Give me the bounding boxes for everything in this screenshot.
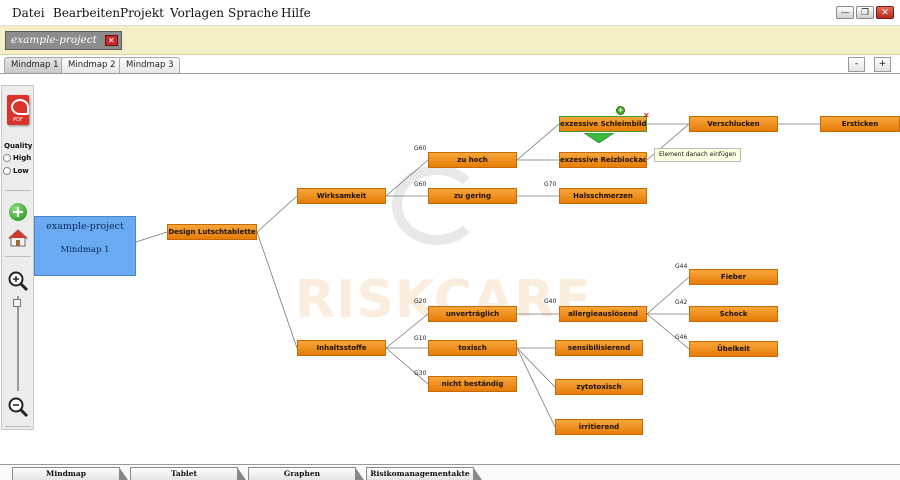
radio-icon[interactable] (3, 167, 11, 175)
restore-button[interactable]: ❐ (856, 6, 874, 19)
g-label: G42 (675, 299, 688, 306)
quality-low-label: Low (13, 167, 29, 175)
node-verschlucken[interactable]: Verschlucken (689, 116, 778, 132)
close-window-button[interactable]: ✕ (876, 6, 894, 19)
g-label: G46 (675, 334, 688, 341)
mindmap-canvas[interactable]: RISKCARE example-project (0, 74, 900, 464)
node-allergieausloesend[interactable]: allergieauslösend (559, 306, 647, 322)
node-unvertraeglich[interactable]: unverträglich (428, 306, 517, 322)
home-icon[interactable] (8, 229, 28, 247)
quality-label: Quality (4, 142, 33, 150)
radio-icon[interactable] (3, 154, 11, 162)
pdf-export-icon[interactable]: PDF (7, 95, 29, 125)
menu-vorlagen[interactable]: Vorlagen (170, 6, 225, 20)
node-toxisch[interactable]: toxisch (428, 340, 517, 356)
root-node[interactable]: example-project Mindmap 1 (34, 216, 136, 276)
menu-hilfe[interactable]: Hilfe (281, 6, 311, 20)
bottom-tab-risikomanagementakte[interactable]: Risikomanagementakte (366, 467, 482, 480)
add-mindmap-button[interactable]: + (874, 57, 891, 72)
window-controls: — ❐ ✕ (836, 6, 894, 19)
menu-datei[interactable]: Datei (12, 6, 45, 20)
connector-lines (135, 123, 820, 428)
bottom-tab-tablet[interactable]: Tablet (130, 467, 246, 480)
menu-bearbeiten[interactable]: Bearbeiten (53, 6, 121, 20)
node-design-lutschtablette[interactable]: Design Lutschtablette (167, 224, 257, 240)
node-zu-gering[interactable]: zu gering (428, 188, 517, 204)
node-nicht-bestaendig[interactable]: nicht beständig (428, 376, 517, 392)
g-label: G60 (414, 181, 427, 188)
node-ersticken[interactable]: Ersticken (820, 116, 900, 132)
pdf-icon-label: PDF (13, 117, 23, 123)
quality-low-radio[interactable]: Low (3, 167, 29, 175)
node-zu-hoch[interactable]: zu hoch (428, 152, 517, 168)
g-label: G40 (544, 298, 557, 305)
remove-mindmap-button[interactable]: - (848, 57, 865, 72)
insert-after-arrow-icon[interactable] (584, 133, 614, 143)
node-zytotoxisch[interactable]: zytotoxisch (555, 379, 643, 395)
g-label: G30 (414, 370, 427, 377)
node-halsschmerzen[interactable]: Halsschmerzen (559, 188, 647, 204)
add-child-icon[interactable]: + (616, 106, 625, 115)
bottom-tab-graphen[interactable]: Graphen (248, 467, 364, 480)
node-fieber[interactable]: Fieber (689, 269, 778, 285)
root-node-subtitle: Mindmap 1 (60, 245, 110, 255)
quality-high-label: High (13, 154, 32, 162)
mindmap-tab-bar: Mindmap 1 Mindmap 2 Mindmap 3 - + (0, 55, 900, 74)
g-label: G10 (414, 335, 427, 342)
node-irritierend[interactable]: irritierend (555, 419, 643, 435)
delete-node-icon[interactable]: ✕ (643, 111, 650, 120)
node-exzessive-schleimbildung[interactable]: exzessive Schleimbildung (559, 116, 647, 132)
menu-sprache[interactable]: Sprache (228, 6, 279, 20)
project-close-icon[interactable]: ✕ (104, 35, 118, 46)
menu-bar: Datei Bearbeiten Projekt Vorlagen Sprach… (0, 0, 900, 26)
zoom-in-icon[interactable] (7, 270, 29, 292)
root-node-title: example-project (46, 221, 124, 232)
g-label: G20 (414, 298, 427, 305)
g-label: G44 (675, 263, 688, 270)
bottom-tab-bar: Mindmap Tablet Graphen Risikomanagementa… (0, 464, 900, 480)
insert-after-tooltip: Element danach einfügen (654, 148, 742, 162)
sidebar-divider (5, 190, 31, 191)
minimize-button[interactable]: — (836, 6, 854, 19)
node-exzessive-reizblockade[interactable]: exzessive Reizblockade (559, 152, 647, 168)
zoom-slider-track[interactable] (17, 296, 19, 391)
bottom-tab-mindmap[interactable]: Mindmap (12, 467, 128, 480)
node-uebelkeit[interactable]: Übelkeit (689, 341, 778, 357)
quality-high-radio[interactable]: High (3, 154, 31, 162)
project-bar: example-project ✕ (0, 26, 900, 55)
g-label: G60 (414, 145, 427, 152)
project-tab-label: example-project (11, 34, 97, 46)
add-node-icon[interactable] (9, 203, 27, 221)
watermark-logo-icon (392, 165, 482, 245)
sidebar-divider (5, 256, 31, 257)
tab-mindmap-1[interactable]: Mindmap 1 (4, 57, 66, 73)
zoom-out-icon[interactable] (7, 396, 29, 418)
node-inhaltsstoffe[interactable]: Inhaltsstoffe (297, 340, 386, 356)
tab-mindmap-2[interactable]: Mindmap 2 (61, 57, 123, 73)
node-schock[interactable]: Schock (689, 306, 778, 322)
project-tab[interactable]: example-project ✕ (5, 31, 122, 50)
menu-projekt[interactable]: Projekt (120, 6, 164, 20)
node-sensibilisierend[interactable]: sensibilisierend (555, 340, 643, 356)
g-label: G70 (544, 181, 557, 188)
node-wirksamkeit[interactable]: Wirksamkeit (297, 188, 386, 204)
zoom-slider-thumb[interactable] (13, 299, 21, 307)
sidebar-divider (5, 426, 31, 427)
tool-sidebar: PDF Quality High Low (1, 85, 34, 430)
tab-mindmap-3[interactable]: Mindmap 3 (119, 57, 181, 73)
